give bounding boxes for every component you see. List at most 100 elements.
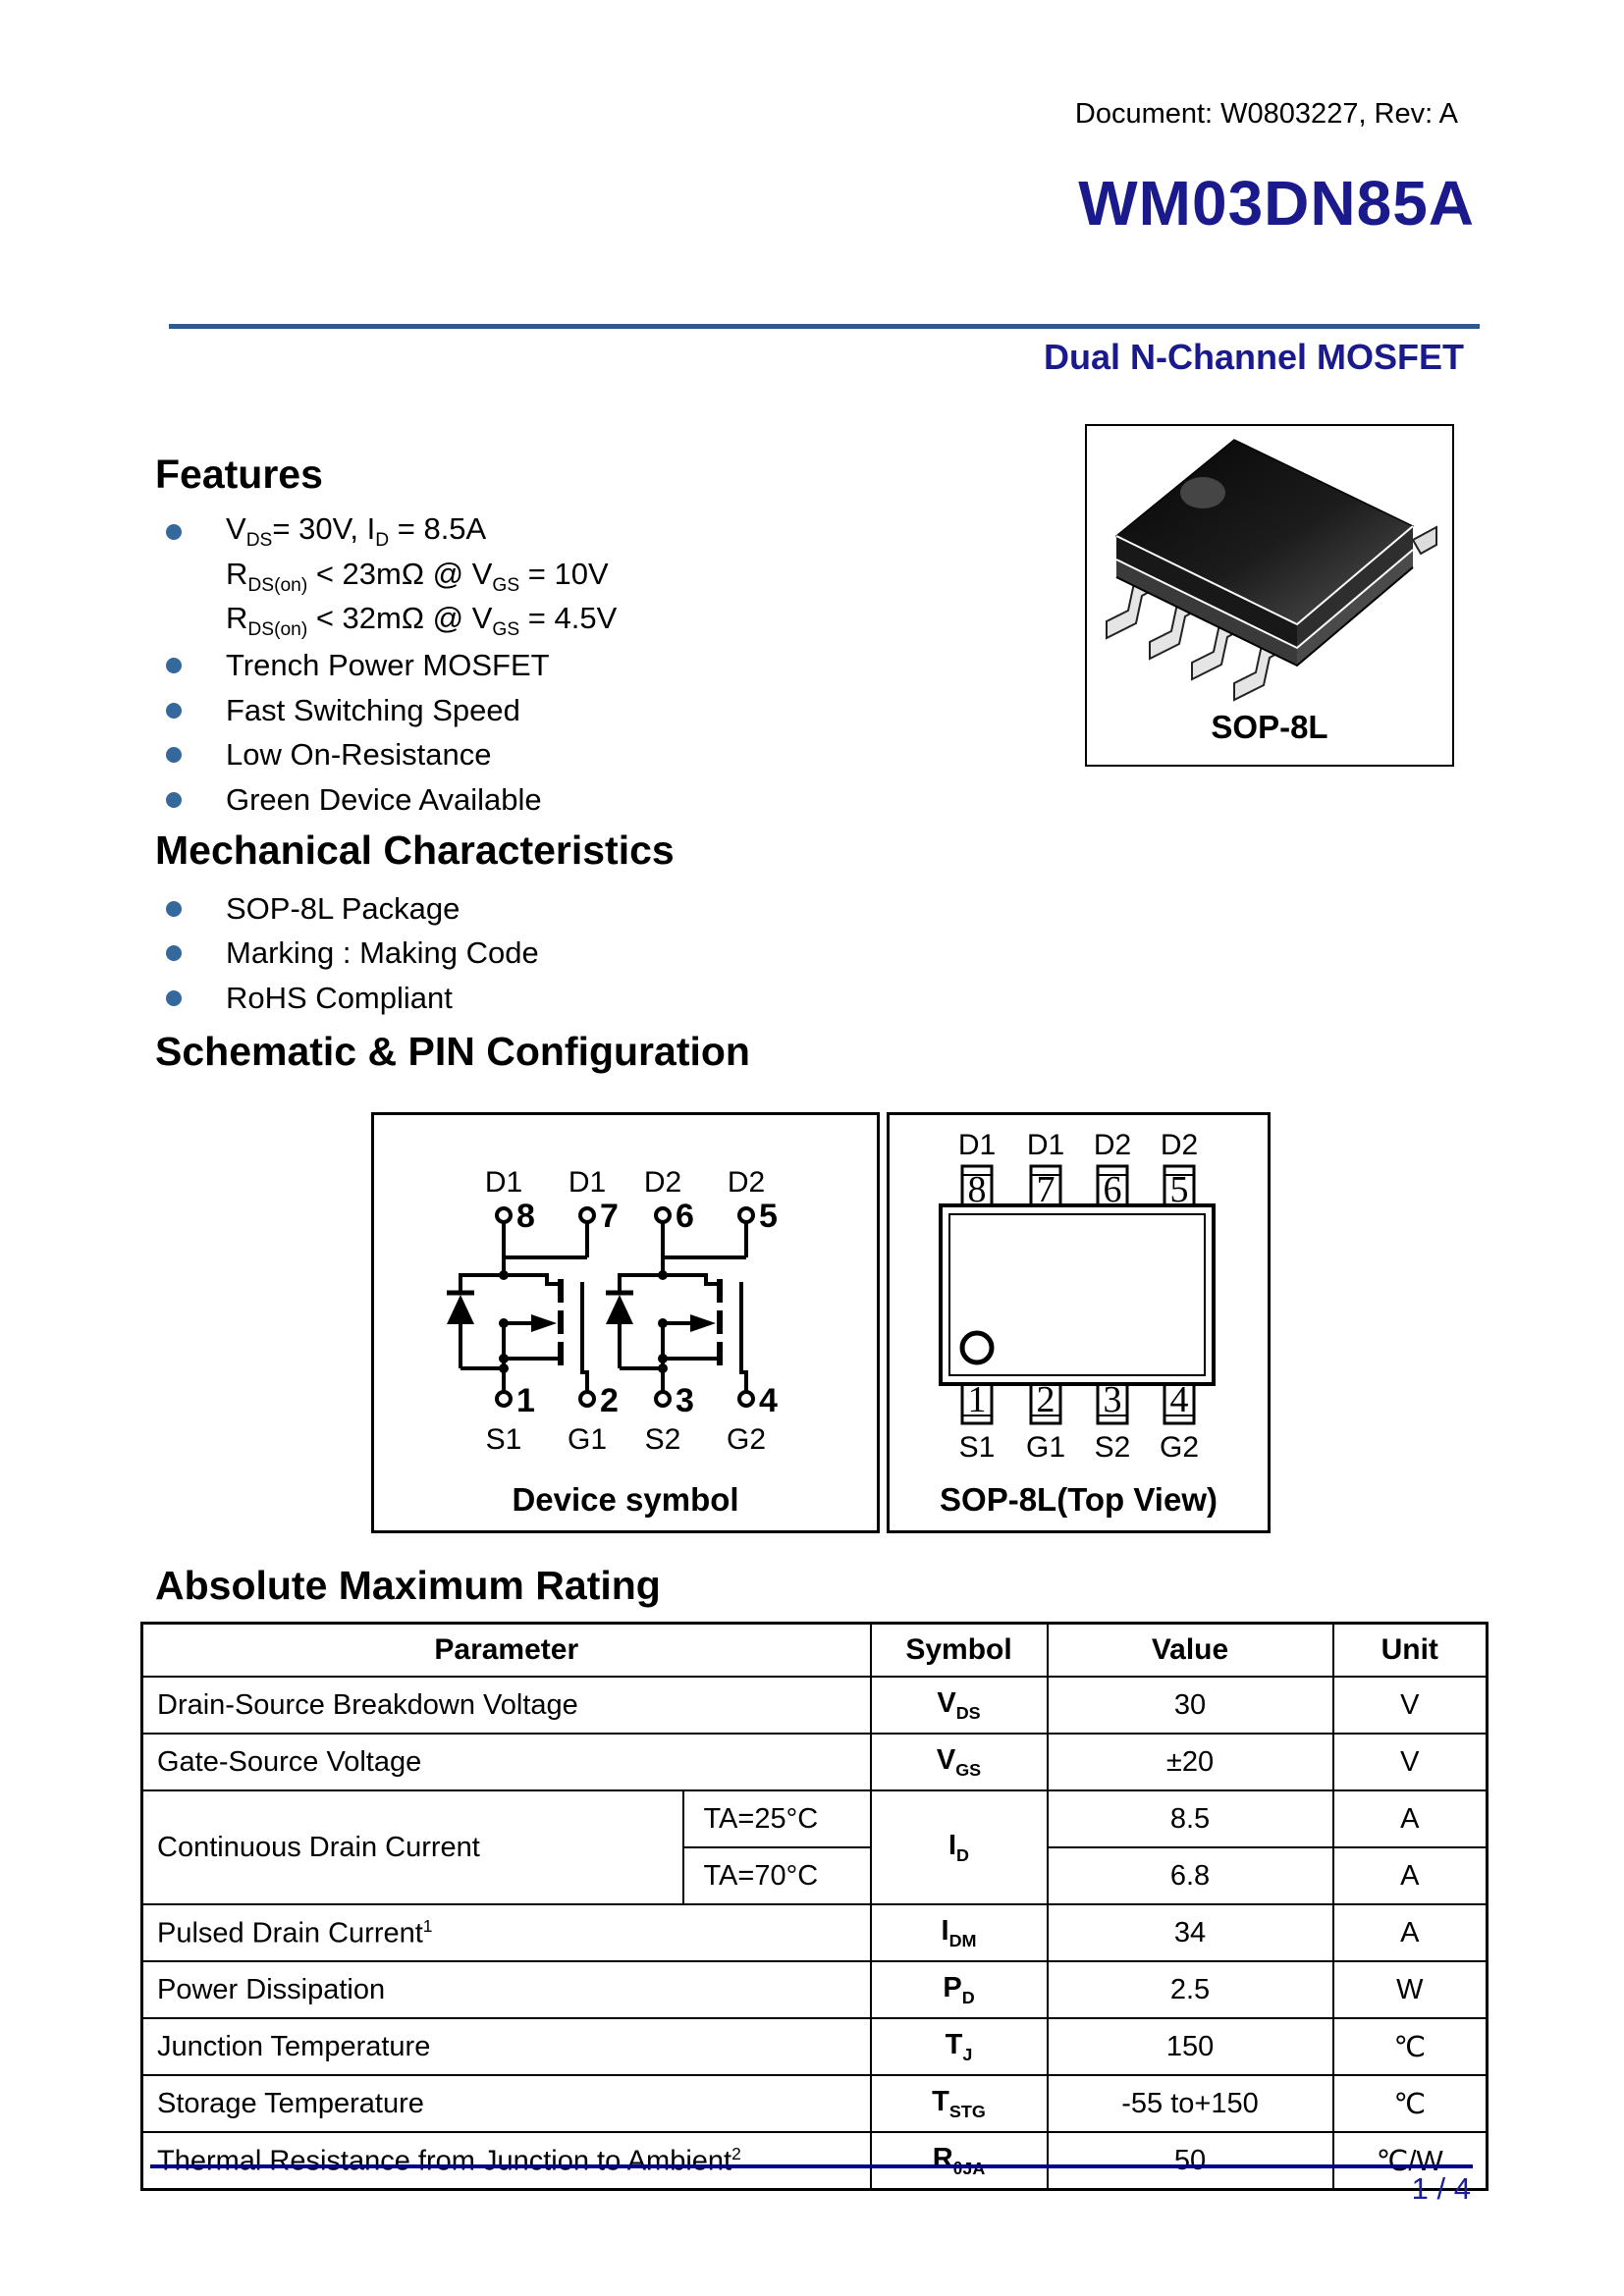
- symbol-cell: VDS: [869, 1676, 1049, 1735]
- pin-number: 8: [968, 1169, 987, 1210]
- value-cell: 34: [1046, 1903, 1334, 1962]
- pin-number: 4: [1170, 1379, 1189, 1420]
- parameter-cell: Thermal Resistance from Junction to Ambi…: [140, 2131, 872, 2191]
- bullet-icon: [166, 791, 182, 808]
- bullet-icon: [166, 702, 182, 719]
- pin-number: 2: [600, 1382, 619, 1419]
- device-symbol-schematic: D1 D1 D2 D2 8 7 6 5 1 2 3 4 S1 G1 S2 G2: [374, 1166, 778, 1456]
- package-photo-figure: SOP-8L: [1085, 424, 1454, 767]
- bullet-spacer: [166, 568, 182, 584]
- value-cell: 30: [1046, 1676, 1334, 1735]
- sop8-topview-figure: D1 D1 D2 D2 8 7 6 5 1 2 3 4 S1 G1 S2 G2 …: [887, 1112, 1271, 1533]
- feature-item: Trench Power MOSFET: [157, 644, 617, 689]
- parameter-cell: Power Dissipation: [140, 1960, 872, 2019]
- device-symbol-figure: D1 D1 D2 D2 8 7 6 5 1 2 3 4 S1 G1 S2 G2 …: [371, 1112, 880, 1533]
- title-divider: [169, 324, 1480, 329]
- value-cell: ±20: [1046, 1733, 1334, 1791]
- symbol-cell: RθJA: [869, 2131, 1049, 2191]
- parameter-cell: Junction Temperature: [140, 2017, 872, 2076]
- column-header-value: Value: [1046, 1622, 1334, 1678]
- symbol-cell: ID: [869, 1789, 1049, 1905]
- column-header-parameter: Parameter: [140, 1622, 872, 1678]
- abs-max-rating-table: Parameter Symbol Value Unit Drain-Source…: [140, 1622, 1489, 2191]
- feature-item: Fast Switching Speed: [157, 688, 617, 733]
- table-header-row: Parameter Symbol Value Unit: [140, 1622, 1489, 1678]
- bullet-icon: [166, 945, 182, 962]
- pin-label: D1: [485, 1166, 522, 1199]
- part-number-title: WM03DN85A: [1078, 168, 1475, 239]
- pin-label: D2: [644, 1166, 681, 1199]
- mechanical-item: Marking : Making Code: [157, 932, 539, 977]
- mosfet2-symbol: [606, 1208, 753, 1406]
- mechanical-heading: Mechanical Characteristics: [155, 828, 675, 873]
- value-cell: 8.5: [1046, 1789, 1334, 1848]
- unit-cell: ℃/W: [1331, 2131, 1489, 2191]
- symbol-cell: IDM: [869, 1903, 1049, 1962]
- pin-label: G1: [1026, 1431, 1065, 1464]
- pin-label: D1: [568, 1166, 606, 1199]
- pin-number: 3: [1104, 1379, 1122, 1420]
- page-number: 1 / 4: [1411, 2171, 1471, 2206]
- parameter-cell: Drain-Source Breakdown Voltage: [140, 1676, 872, 1735]
- feature-item-text: Low On-Resistance: [226, 737, 492, 773]
- unit-cell: A: [1331, 1903, 1489, 1962]
- pin-label: D1: [958, 1129, 996, 1161]
- pin-number: 7: [600, 1198, 619, 1235]
- pin-number: 4: [759, 1382, 778, 1419]
- parameter-cell: Continuous Drain Current: [140, 1789, 684, 1905]
- mosfet1-symbol: [447, 1208, 594, 1406]
- unit-cell: V: [1331, 1733, 1489, 1791]
- feature-item-text: RDS(on) < 32mΩ @ VGS = 4.5V: [226, 601, 618, 641]
- condition-cell: TA=25°C: [681, 1789, 872, 1848]
- value-cell: 150: [1046, 2017, 1334, 2076]
- schematic-heading: Schematic & PIN Configuration: [155, 1029, 750, 1074]
- column-header-symbol: Symbol: [869, 1622, 1049, 1678]
- device-symbol-caption: Device symbol: [512, 1481, 739, 1518]
- symbol-cell: TJ: [869, 2017, 1049, 2076]
- pin-number: 8: [516, 1198, 535, 1235]
- pin-number: 1: [516, 1382, 535, 1419]
- pin-label: D2: [1161, 1129, 1198, 1161]
- parameter-cell: Storage Temperature: [140, 2074, 872, 2133]
- feature-item-text: RDS(on) < 23mΩ @ VGS = 10V: [226, 556, 609, 596]
- value-cell: 50: [1046, 2131, 1334, 2191]
- value-cell: 2.5: [1046, 1960, 1334, 2019]
- features-heading: Features: [155, 452, 323, 497]
- feature-item: VDS= 30V, ID = 8.5A: [157, 509, 617, 555]
- sop8-topview-caption: SOP-8L(Top View): [940, 1481, 1218, 1518]
- bullet-icon: [166, 989, 182, 1006]
- bullet-icon: [166, 658, 182, 674]
- mechanical-item-text: SOP-8L Package: [226, 890, 460, 926]
- abs-max-rating-table-wrap: Parameter Symbol Value Unit Drain-Source…: [140, 1622, 1489, 2191]
- value-cell: 6.8: [1046, 1846, 1334, 1905]
- sop8-topview-drawing: D1 D1 D2 D2 8 7 6 5 1 2 3 4 S1 G1 S2 G2: [939, 1129, 1216, 1464]
- unit-cell: W: [1331, 1960, 1489, 2019]
- pin-number: 5: [759, 1198, 778, 1235]
- mechanical-item: RoHS Compliant: [157, 976, 539, 1021]
- parameter-cell: Gate-Source Voltage: [140, 1733, 872, 1791]
- feature-item-text: VDS= 30V, ID = 8.5A: [226, 511, 487, 552]
- bullet-icon: [166, 900, 182, 917]
- pin-label: S1: [959, 1431, 996, 1464]
- symbol-cell: VGS: [869, 1733, 1049, 1791]
- parameter-cell: Pulsed Drain Current1: [140, 1903, 872, 1962]
- footer-divider: [150, 2164, 1473, 2168]
- mechanical-item: SOP-8L Package: [157, 886, 539, 932]
- abs-max-rating-heading: Absolute Maximum Rating: [155, 1563, 661, 1608]
- mechanical-item-text: Marking : Making Code: [226, 935, 539, 971]
- pin-label: D1: [1027, 1129, 1064, 1161]
- device-type-subtitle: Dual N-Channel MOSFET: [1043, 337, 1464, 377]
- pin-label: D2: [1094, 1129, 1131, 1161]
- bullet-spacer: [166, 614, 182, 629]
- pin-number: 6: [1104, 1169, 1122, 1210]
- unit-cell: A: [1331, 1846, 1489, 1905]
